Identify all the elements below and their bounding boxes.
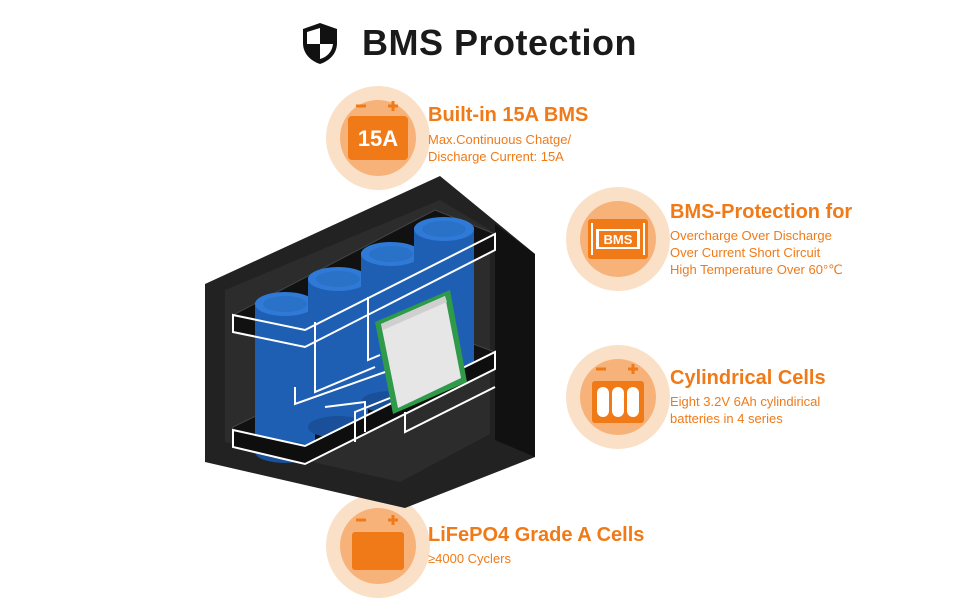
feature-heading: BMS-Protection for (670, 201, 853, 223)
feature-heading: Cylindrical Cells (670, 367, 826, 389)
feature-line: ≥4000 Cyclers (428, 551, 512, 566)
board-label: BMS (604, 232, 633, 247)
wiring (294, 297, 496, 442)
badge-bms: BMS (566, 187, 670, 291)
chip-label: 15A (358, 126, 398, 151)
badge-battery (326, 494, 430, 598)
cylindrical-cells-icon (592, 364, 644, 423)
battery-pack-illustration (205, 176, 535, 508)
feature-line: Eight 3.2V 6Ah cylindirical (670, 394, 821, 409)
shield-icon (303, 23, 337, 64)
cell (255, 292, 315, 463)
feature-line: High Temperature Over 60°℃ (670, 262, 843, 277)
15a-chip-icon: 15A (348, 101, 408, 160)
feature-heading: Built-in 15A BMS (428, 104, 589, 126)
badge-cells (566, 345, 670, 449)
page-title: BMS Protection (362, 22, 638, 63)
bms-board-icon: BMS (588, 219, 648, 259)
feature-line: Max.Continuous Chatge/ (428, 132, 572, 147)
feature-line: Overcharge Over Discharge (670, 228, 832, 243)
feature-heading: LiFePO4 Grade A Cells (428, 524, 645, 546)
case-right-wall (495, 224, 535, 457)
bms-board (375, 290, 467, 414)
feature-line: batteries in 4 series (670, 411, 783, 426)
battery-icon (352, 515, 404, 570)
feature-line: Over Current Short Circuit (670, 245, 821, 260)
bottom-frame-front (232, 350, 496, 466)
feature-line: Discharge Current: 15A (428, 149, 564, 164)
badge-15a: 15A (326, 86, 430, 190)
title-bar: BMS Protection (300, 18, 637, 68)
top-frame-front (232, 232, 496, 349)
cell (308, 267, 368, 438)
